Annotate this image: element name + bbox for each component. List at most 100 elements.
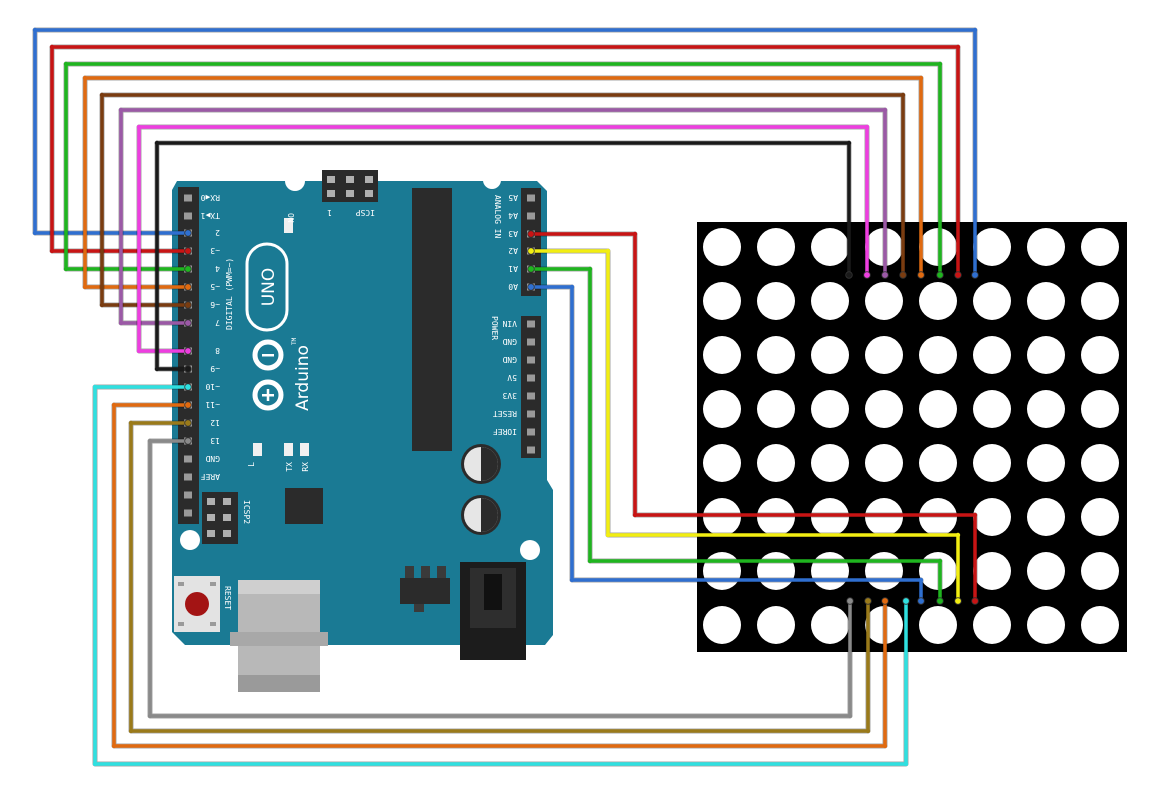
- digital-pin-hole: [184, 491, 192, 499]
- wire-d7-bend: [118, 107, 124, 113]
- wire-d4-end: [184, 265, 192, 273]
- wire-d4-bend: [937, 61, 943, 67]
- matrix-led: [1081, 606, 1119, 644]
- digital-pin-label: GND: [205, 454, 220, 463]
- matrix-led: [1027, 390, 1065, 428]
- power-jack: [460, 562, 526, 660]
- icsp-header: [322, 170, 378, 202]
- matrix-led: [703, 498, 741, 536]
- wire-d3-bend: [49, 248, 55, 254]
- matrix-led: [919, 606, 957, 644]
- digital-pin-hole: [184, 509, 192, 517]
- power-label: POWER: [490, 316, 499, 340]
- wire-d11-bend: [111, 402, 117, 408]
- wire-d5-bend: [82, 284, 88, 290]
- digital-pin-label: 8: [215, 346, 220, 355]
- wire-d12-end: [864, 597, 872, 605]
- power-header: [521, 316, 541, 458]
- digital-pin-hole: [184, 473, 192, 481]
- power-pin-label: IOREF: [493, 427, 517, 436]
- matrix-led: [757, 444, 795, 482]
- matrix-led: [973, 552, 1011, 590]
- power-pin-hole: [527, 428, 535, 436]
- icsp2-header: [202, 492, 238, 544]
- matrix-led: [757, 498, 795, 536]
- analog-header: [521, 188, 541, 296]
- wire-d7-end: [881, 271, 889, 279]
- digital-pin-label: AREF: [201, 472, 220, 481]
- matrix-led: [757, 606, 795, 644]
- matrix-led: [811, 282, 849, 320]
- wire-d11-bend: [882, 743, 888, 749]
- mounting-hole: [285, 171, 305, 191]
- mounting-hole: [483, 171, 501, 189]
- icsp-label: ICSP: [356, 208, 375, 217]
- wire-d2-end: [184, 229, 192, 237]
- wire-a2-end: [527, 247, 535, 255]
- matrix-led: [811, 498, 849, 536]
- wire-d10-end: [902, 597, 910, 605]
- wire-d12-end: [184, 419, 192, 427]
- wire-d9-bend: [154, 140, 160, 146]
- wire-d13-bend: [147, 438, 153, 444]
- on-label: ON: [286, 213, 295, 223]
- matrix-led: [973, 444, 1011, 482]
- wire-d11-bend: [111, 743, 117, 749]
- wire-a2-bend: [955, 532, 961, 538]
- matrix-led: [919, 390, 957, 428]
- power-pin-hole: [527, 356, 535, 364]
- wire-d13-bend: [847, 713, 853, 719]
- matrix-led: [703, 606, 741, 644]
- wire-d3-bend: [49, 44, 55, 50]
- digital-pin-hole: [184, 194, 192, 202]
- icsp-pin-one-label: 1: [327, 208, 332, 217]
- matrix-led: [865, 498, 903, 536]
- usb-chip: [285, 488, 323, 524]
- matrix-led: [1027, 336, 1065, 374]
- analog-pin-label: A4: [508, 211, 518, 220]
- power-pin-label: RESET: [493, 409, 517, 418]
- wire-d2-bend: [32, 27, 38, 33]
- matrix-led: [757, 390, 795, 428]
- wire-d12-bend: [865, 728, 871, 734]
- wire-d12-bend: [128, 728, 134, 734]
- wire-d6-end: [184, 301, 192, 309]
- wire-a2-end: [954, 597, 962, 605]
- wire-d13-end: [846, 597, 854, 605]
- power-pin-label: GND: [502, 337, 517, 346]
- wire-d8-bend: [864, 124, 870, 130]
- digital-pin-hole: [184, 212, 192, 220]
- on-led: [284, 218, 293, 233]
- mounting-hole: [180, 530, 200, 550]
- capacitor-1: [461, 444, 501, 484]
- matrix-led: [703, 444, 741, 482]
- matrix-led: [865, 390, 903, 428]
- wire-d8-end: [184, 347, 192, 355]
- matrix-led: [973, 390, 1011, 428]
- reset-button[interactable]: [174, 576, 220, 632]
- trademark-label: TM: [291, 337, 298, 345]
- matrix-led: [757, 282, 795, 320]
- wire-d8-end: [863, 271, 871, 279]
- wire-a3-end: [971, 597, 979, 605]
- wire-d6-bend: [99, 302, 105, 308]
- voltage-regulator: [400, 566, 450, 612]
- matrix-led: [1081, 336, 1119, 374]
- wire-d5-end: [184, 283, 192, 291]
- wire-d11-end: [184, 401, 192, 409]
- analog-pin-label: A2: [508, 246, 518, 255]
- digital-pin-label: 2: [215, 228, 220, 237]
- matrix-led: [811, 336, 849, 374]
- matrix-led: [1027, 606, 1065, 644]
- wire-a1-bend: [587, 558, 593, 564]
- led-matrix: [697, 222, 1127, 652]
- wire-d13-bend: [147, 713, 153, 719]
- matrix-led: [1081, 390, 1119, 428]
- digital-pin-label: TX▶1: [201, 211, 220, 220]
- wire-d10-end: [184, 383, 192, 391]
- wire-a1-end: [936, 597, 944, 605]
- wire-d11-end: [881, 597, 889, 605]
- wire-d9-bend: [846, 140, 852, 146]
